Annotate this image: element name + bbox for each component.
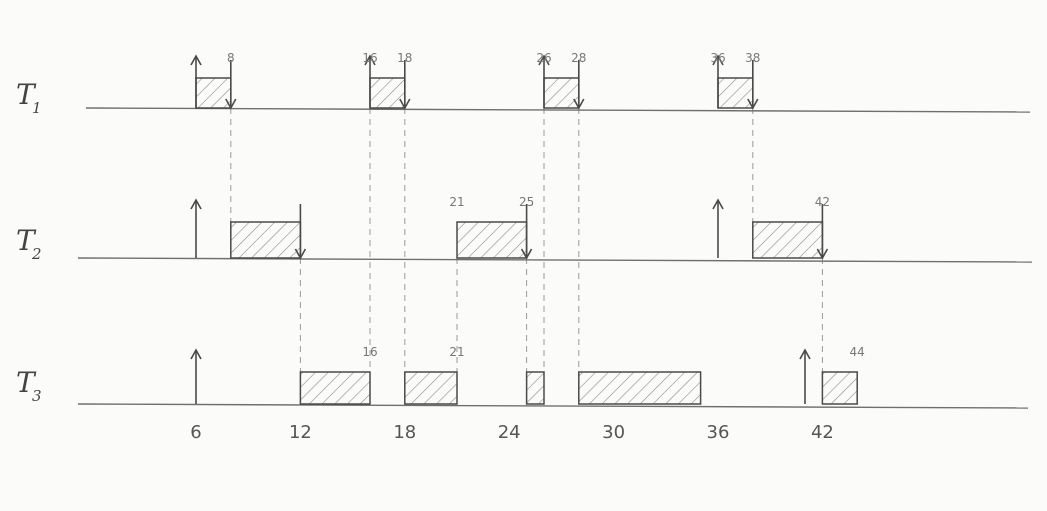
job-block-t1-26: [543, 77, 580, 109]
tick-label-30: 30: [602, 422, 625, 443]
baseline-t2: [77, 257, 1033, 263]
task-label-t2: T: [16, 224, 37, 257]
job-block-t1-36: [717, 77, 754, 109]
tick-label-18: 18: [393, 422, 416, 443]
deadline-arrow-t2-42: [816, 204, 829, 260]
job-block-t3-12: [299, 371, 371, 405]
tick-label-24: 24: [498, 422, 521, 443]
deadline-arrow-t1-28: [573, 60, 585, 110]
annotation-t1-38: 38: [745, 51, 760, 65]
annotation-t3-44: 44: [850, 345, 865, 359]
task-subscript-t1: 1: [32, 99, 42, 117]
baseline-t1: [85, 107, 1031, 113]
row-t2: T2 21 25 42: [16, 195, 1033, 263]
task-subscript-t3: 3: [32, 387, 42, 405]
annotation-t1-26: 26: [536, 51, 551, 65]
annotation-t1-18: 18: [397, 51, 412, 65]
release-arrow-t2-36: [712, 198, 724, 258]
deadline-arrow-t1-18: [399, 60, 411, 110]
job-block-t3-42: [821, 371, 858, 405]
job-block-t1-16: [369, 77, 406, 109]
job-block-t1-6: [195, 77, 232, 109]
release-arrow-t1-26: [538, 54, 550, 108]
release-arrow-t2-6: [190, 198, 202, 258]
annotation-t2-42: 42: [815, 195, 830, 209]
task-label-t3: T: [16, 366, 37, 399]
tick-label-6: 6: [190, 422, 201, 443]
release-arrow-t1-16: [364, 54, 376, 108]
task-subscript-t2: 2: [31, 245, 42, 263]
annotation-t1-8: 8: [227, 51, 235, 65]
annotation-t3-21: 21: [449, 345, 464, 359]
annotation-t2-25: 25: [519, 195, 534, 209]
release-arrow-t1-6: [190, 54, 202, 108]
tick-label-42: 42: [811, 422, 834, 443]
time-axis: 6 12 18 24 30 36 42: [190, 422, 834, 443]
job-block-t2-21: [456, 221, 528, 259]
job-block-t2-8: [230, 221, 302, 259]
job-block-t3-25: [525, 371, 545, 405]
release-arrow-t1-36: [712, 54, 724, 108]
deadline-arrow-t2-25: [520, 204, 533, 260]
job-block-t3-28: [578, 371, 702, 405]
row-t3: T3 16 21 44: [16, 345, 1029, 409]
job-block-t2-38: [752, 221, 824, 259]
annotation-t1-36: 36: [710, 51, 725, 65]
release-arrow-t3-41: [799, 348, 811, 404]
job-block-t3-18: [404, 371, 458, 405]
release-arrow-t3-6: [190, 348, 202, 404]
annotation-t2-21: 21: [449, 195, 464, 209]
annotation-t3-16: 16: [362, 345, 377, 359]
baseline-t3: [77, 403, 1029, 409]
tick-label-36: 36: [707, 422, 730, 443]
annotation-t1-28: 28: [571, 51, 586, 65]
tick-label-12: 12: [289, 422, 312, 443]
annotation-t1-16: 16: [362, 51, 377, 65]
task-label-t1: T: [16, 78, 37, 111]
deadline-arrow-t2-12: [294, 204, 307, 260]
deadline-arrow-t1-8: [225, 60, 237, 110]
deadline-arrow-t1-38: [747, 60, 759, 110]
